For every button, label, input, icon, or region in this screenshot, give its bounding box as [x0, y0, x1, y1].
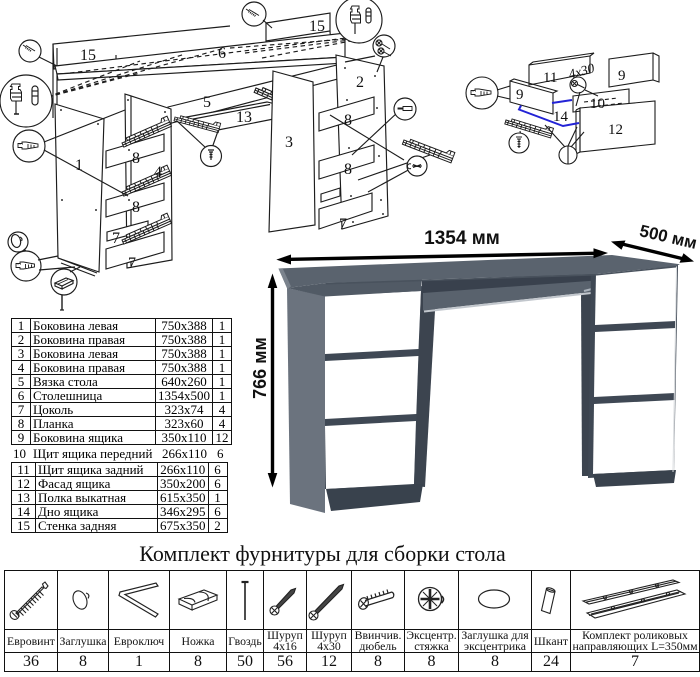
svg-text:5: 5	[203, 94, 211, 111]
svg-text:4: 4	[154, 164, 162, 181]
svg-text:2: 2	[356, 74, 364, 91]
svg-text:11: 11	[543, 70, 557, 86]
svg-text:15: 15	[80, 47, 96, 64]
svg-text:13: 13	[236, 109, 252, 126]
svg-text:8: 8	[344, 161, 352, 178]
svg-text:3: 3	[285, 134, 293, 151]
svg-text:14: 14	[553, 109, 569, 125]
svg-text:8: 8	[132, 199, 140, 216]
svg-text:9: 9	[618, 68, 626, 84]
svg-text:9: 9	[516, 87, 524, 103]
svg-text:4x30: 4x30	[567, 60, 597, 82]
svg-text:7: 7	[112, 230, 120, 247]
svg-text:12: 12	[608, 122, 623, 138]
svg-text:7: 7	[128, 255, 136, 272]
svg-text:1: 1	[75, 157, 83, 174]
svg-text:8: 8	[132, 150, 140, 167]
svg-text:766 мм: 766 мм	[250, 337, 270, 399]
svg-text:1354 мм: 1354 мм	[424, 228, 500, 249]
svg-text:10: 10	[590, 96, 605, 112]
svg-text:8: 8	[344, 112, 352, 129]
svg-text:15: 15	[309, 18, 325, 35]
svg-text:6: 6	[218, 45, 226, 62]
svg-text:7: 7	[339, 216, 347, 233]
svg-text:500 мм: 500 мм	[638, 221, 699, 253]
